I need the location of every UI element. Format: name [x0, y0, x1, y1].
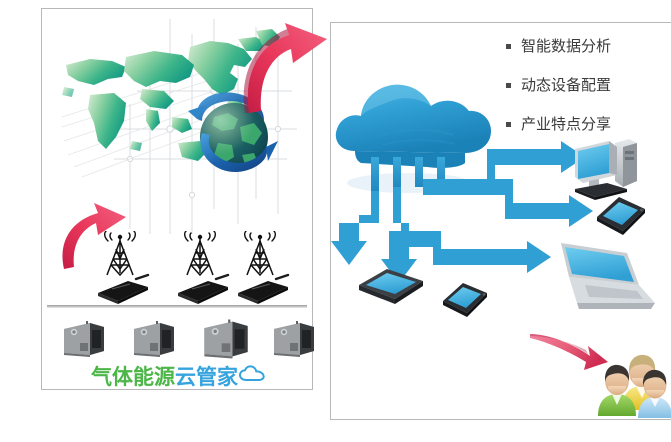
- cloud-connection-arms: [371, 157, 445, 191]
- bullet-label-2: 动态设备配置: [521, 75, 612, 94]
- antenna-tower-3: [243, 231, 277, 277]
- bullet-label-3: 产业特点分享: [521, 114, 612, 133]
- list-item: 动态设备配置: [506, 69, 671, 101]
- cloud-shape: [335, 84, 491, 168]
- list-item: 产业特点分享: [506, 108, 671, 140]
- square-bullet-icon: [506, 121, 511, 127]
- horizontal-divider: [47, 305, 307, 308]
- wireless-modem-3: [238, 273, 290, 304]
- bullet-label-1: 智能数据分析: [521, 36, 612, 55]
- red-arrow-to-users: [530, 334, 608, 370]
- user-avatar-left: [598, 364, 636, 416]
- brand-text-blue: 云管家: [175, 365, 238, 389]
- feature-bullet-list: 智能数据分析 动态设备配置 产业特点分享: [506, 30, 671, 147]
- arrow-to-smartphone-right: [445, 179, 593, 227]
- smartphone-device-left: [443, 283, 487, 317]
- smartphone-device-right: [597, 197, 645, 235]
- left-slide-panel: 气体能源云管家: [41, 8, 327, 391]
- desktop-computer-device: [575, 139, 637, 200]
- right-slide-panel: 智能数据分析 动态设备配置 产业特点分享: [330, 22, 671, 420]
- cloud-distribution-diagram: [331, 84, 655, 317]
- cloud-icon: [239, 365, 265, 387]
- square-bullet-icon: [506, 82, 511, 88]
- gas-equipment-unit-2: [134, 321, 174, 357]
- brand-text-green: 气体能源: [91, 365, 175, 389]
- square-bullet-icon: [506, 43, 511, 49]
- users-with-arrow-group: [530, 334, 671, 418]
- arrow-to-laptop: [401, 231, 551, 273]
- red-growth-arrow-top: [243, 23, 327, 113]
- red-growth-arrow-bottom: [62, 203, 126, 269]
- gas-equipment-unit-3: [204, 319, 248, 359]
- gas-equipment-unit-1: [64, 321, 104, 357]
- wireless-modem-1: [98, 273, 150, 304]
- arrow-to-smartphone-left: [381, 187, 417, 283]
- arrow-to-tablet: [331, 191, 379, 265]
- user-avatar-right: [638, 369, 671, 418]
- antenna-tower-1: [103, 231, 137, 277]
- wireless-modem-2: [178, 273, 230, 304]
- brand-logo: 气体能源云管家: [42, 361, 314, 391]
- globe-icon: [188, 92, 278, 173]
- laptop-device: [561, 243, 655, 309]
- antenna-tower-2: [183, 231, 217, 277]
- gas-equipment-unit-4: [274, 321, 314, 357]
- list-item: 智能数据分析: [506, 30, 671, 62]
- world-network-scene: [42, 9, 327, 269]
- tablet-device: [359, 269, 423, 304]
